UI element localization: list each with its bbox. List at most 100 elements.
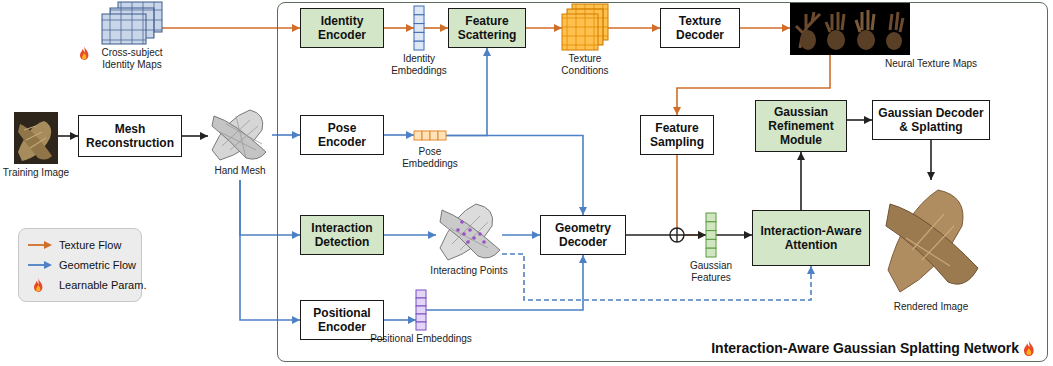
caption-label: Interacting Points [419,265,519,277]
hand-mesh-picture [220,116,262,158]
flow-arrow-sample [44,241,52,249]
learnable-box: Feature Scattering [448,8,526,48]
flow-connector [526,27,562,29]
identity-maps-picture [102,14,146,44]
plus-junction [670,228,684,242]
flow-connector [240,180,300,320]
box-label: Gaussian Decoder & Splatting [878,106,984,134]
interacting-points-picture [478,232,482,236]
legend-row: Texture Flow [27,235,133,255]
embedding-bar: Gaussian Features [706,213,716,257]
network-frame: Interaction-Aware Gaussian Splatting Net… [277,2,1048,362]
flow-connector [446,48,487,136]
learnable-fire-icon [1026,348,1031,355]
caption-label: Pose Embeddings [398,146,462,170]
positional-embedding-bar [416,298,426,306]
learnable-box: Gaussian Refinement Module [755,100,847,152]
learnable-fire-icon [1024,340,1034,356]
rendered-image: Rendered Image [881,180,981,298]
interacting-points-picture [462,232,466,236]
identity-maps-picture [102,2,162,44]
box-label: Gaussian Refinement Module [761,105,841,147]
flow-connector [426,255,583,310]
neural-texture-picture [790,3,910,55]
caption-label: Training Image [0,167,72,179]
neural-texture-maps: Neural Texture Maps [790,3,910,55]
neural-texture-picture [857,30,875,50]
hand-mesh-picture [212,116,266,159]
plus-junction [670,228,684,242]
gaussian-feature-bar [706,239,716,248]
flow-connector [847,119,872,121]
legend-sample [27,237,53,253]
fire-icon [34,278,42,292]
caption-label: Gaussian Features [679,260,743,284]
interacting-points-picture [460,220,464,224]
box-label: Geometry Decoder [546,221,620,249]
training-image: Training Image [14,112,58,164]
identity-embedding-bar [414,15,424,24]
flow-connector [716,234,752,236]
identity-embedding-bar [414,24,424,33]
training-photo [14,112,58,164]
neural-texture-picture [826,12,844,32]
identity-embedding-bar [414,6,424,50]
learnable-fire-icon [80,46,88,60]
gaussian-feature-bar [706,248,716,257]
training-photo [24,126,46,148]
interacting-points-picture [440,204,500,260]
learnable-fire-icon [82,53,86,59]
legend-text: Texture Flow [59,239,121,252]
embedding-bar: Pose Embeddings [414,131,446,140]
box-label: Identity Encoder [306,14,378,42]
positional-embedding-bar [416,290,426,330]
hand-mesh: Hand Mesh [208,104,272,162]
flow-line-sample [28,264,45,266]
neural-texture-picture [827,30,845,50]
positional-embedding-bar [416,322,426,330]
texture-condition-grids [562,4,608,50]
gaussian-feature-bar [706,231,716,240]
interacting-points-picture [440,210,500,258]
flow-connector [162,27,300,29]
legend-text: Learnable Param. [59,279,146,292]
fire-icon [36,285,40,291]
pose-embedding-bar [414,131,422,140]
box-label: Interaction Detection [306,221,378,249]
caption-label: Hand Mesh [208,165,272,177]
box-label: Texture Decoder [666,14,734,42]
caption-label: Texture Conditions [553,53,617,77]
flow-connector [240,180,300,235]
neural-texture-picture [890,12,903,32]
training-photo [18,124,52,160]
interacting-points-picture [466,240,470,244]
interacting-points-picture [450,216,488,250]
flow-arrow-sample [44,261,52,269]
fire-icon [34,278,42,292]
embedding-bar: Identity Embeddings [414,6,424,50]
box-label: Interaction-Aware Attention [758,224,864,252]
network-title: Interaction-Aware Gaussian Splatting Net… [711,340,1019,357]
flow-line-sample [28,244,45,246]
caption-label: Cross-subject Identity Maps [92,47,172,71]
interacting-points-picture [472,236,476,240]
pose-embedding-bar [438,131,446,140]
learnable-box: Interaction-Aware Attention [752,210,870,266]
flow-connector [384,234,436,236]
flow-connector [502,234,540,236]
flow-connector [384,319,416,321]
embedding-bar: Positional Embeddings [416,290,426,330]
flow-connector [424,27,448,29]
neural-texture-picture [790,3,910,55]
learnable-box: Interaction Detection [300,215,384,255]
box-label: Feature Scattering [454,14,520,42]
caption-label: Positional Embeddings [356,333,486,345]
box-label: Pose Encoder [306,121,378,149]
identity-embedding-bar [414,41,424,50]
legend-row: Geometric Flow [27,255,133,275]
process-box: Texture Decoder [660,8,740,48]
caption-label: Neural Texture Maps [885,58,1005,70]
neural-texture-picture [856,10,874,32]
gaussian-feature-bar [706,213,716,222]
